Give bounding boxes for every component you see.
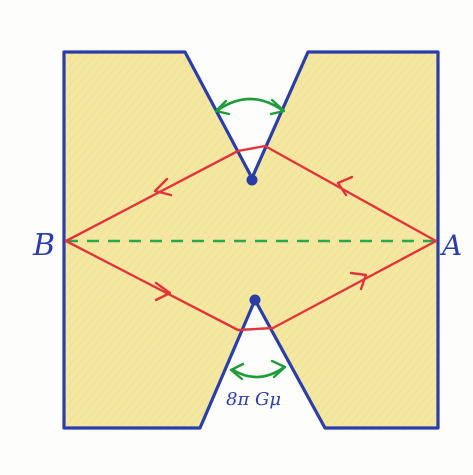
upper-path-arrow-right xyxy=(336,175,354,197)
space-region-shading xyxy=(64,52,438,428)
region-outline xyxy=(62,50,440,430)
top-arc-arrow-left xyxy=(214,99,231,116)
top-deficit-angle-arc xyxy=(216,97,284,112)
point-a-label: A xyxy=(439,229,462,262)
top-arc-arrow-right xyxy=(269,98,286,116)
lower-path-arrow-right xyxy=(349,271,368,291)
bottom-wedge-apex-dot xyxy=(249,294,261,306)
lower-path-arrow-left xyxy=(154,281,172,302)
lower-path xyxy=(64,239,438,332)
deficit-angle-label: 8π Gμ xyxy=(226,389,281,410)
upper-path xyxy=(64,144,438,243)
bottom-deficit-angle-arc xyxy=(231,366,285,379)
bottom-arc-arrow-left xyxy=(229,362,245,381)
point-b-label: B xyxy=(32,228,55,263)
bottom-arc-arrow-right xyxy=(270,359,287,379)
top-wedge-apex-dot xyxy=(246,174,258,186)
upper-path-arrow-left xyxy=(153,177,173,197)
